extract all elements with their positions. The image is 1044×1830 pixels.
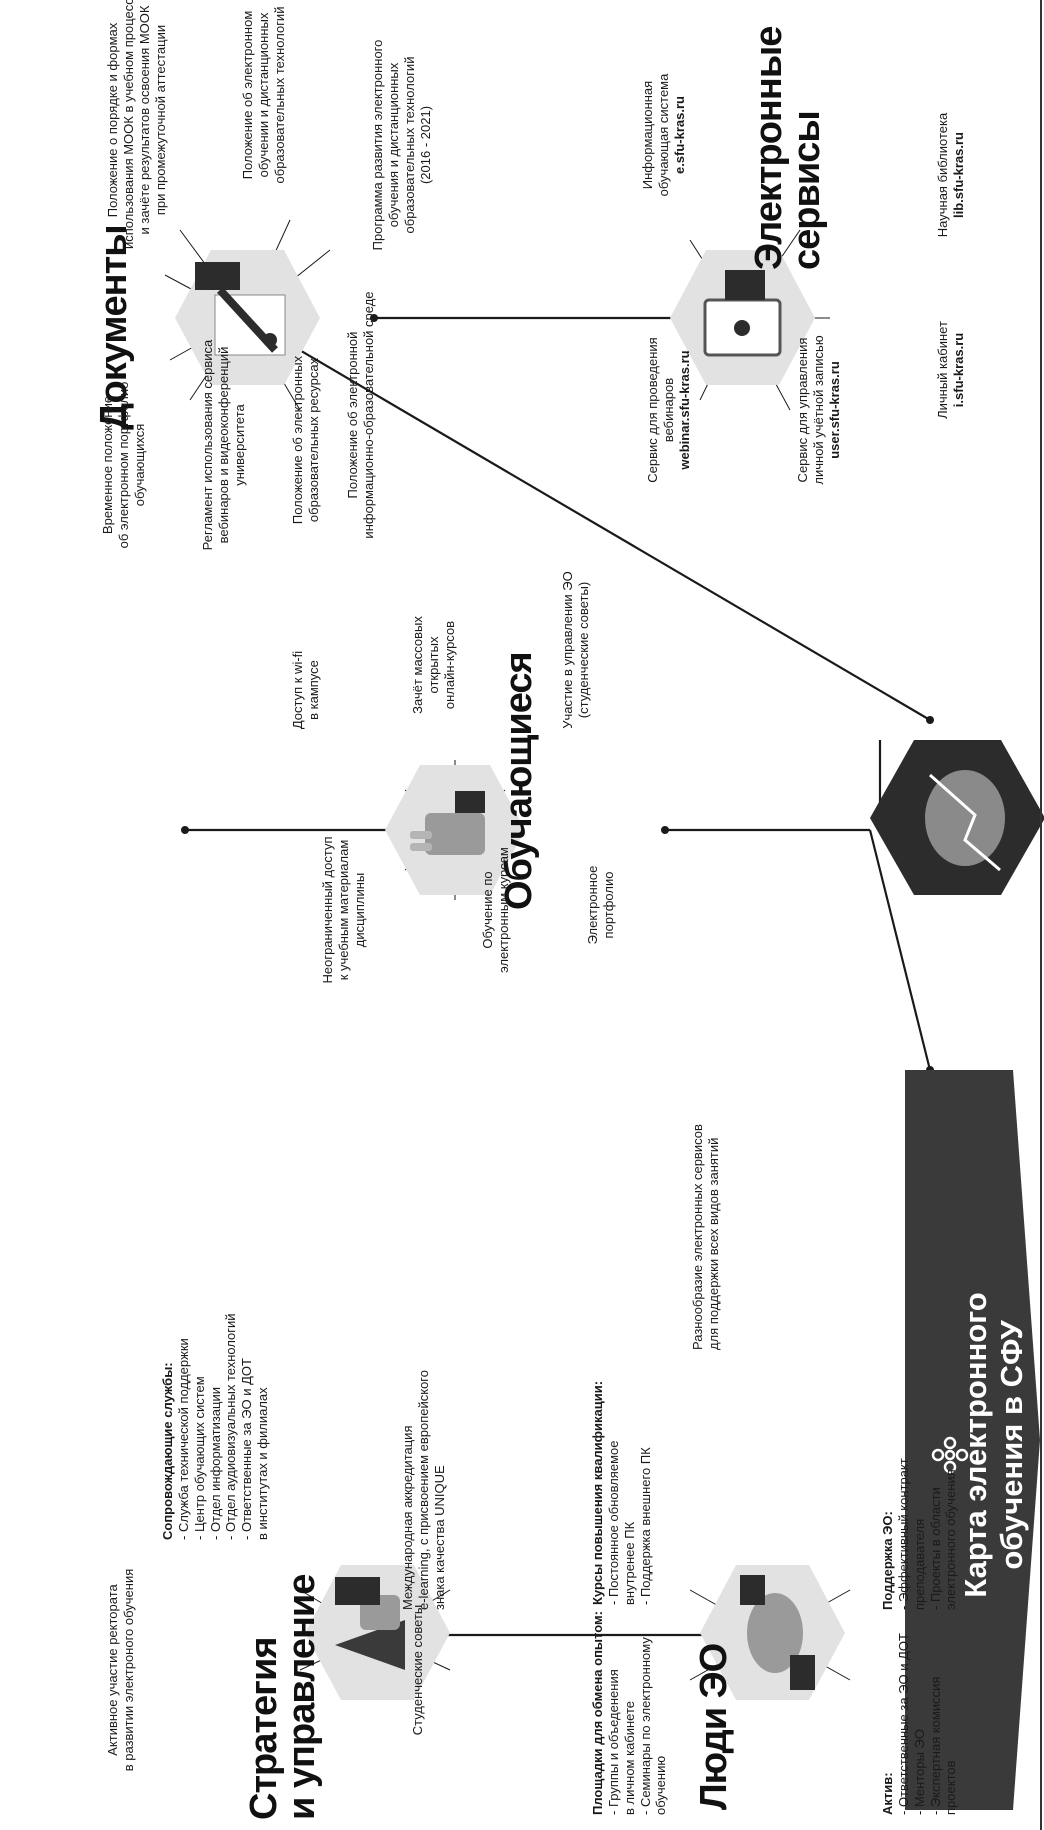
- students-item-wifi: Доступ к wi-fi в кампусе: [290, 650, 321, 730]
- documents-item-mooc-regulation: Положение о порядке и формах использован…: [105, 0, 168, 250]
- page-title: Карта электронного обучения в СФУ: [958, 1292, 1029, 1598]
- people-platforms: Площадки для обмена опытом:- Группы и об…: [590, 1611, 669, 1815]
- students-item-materials: Неограниченный доступ к учебным материал…: [320, 836, 367, 984]
- people-courses: Курсы повышения квалификации:- Постоянно…: [590, 1380, 653, 1605]
- documents-item-webinar-regulation: Регламент использования сервиса вебинаро…: [200, 339, 247, 551]
- strategy-heading: Стратегия и управление: [243, 1574, 323, 1820]
- people-handshake-icon: [700, 1565, 845, 1700]
- students-item-governance: Участие в управлении ЭО (студенческие со…: [560, 571, 591, 729]
- documents-item-program: Программа развития электронного обучения…: [370, 39, 433, 251]
- strategy-accreditation: Международная аккредитация e-learning, с…: [400, 1370, 447, 1610]
- services-item-user-account: Сервис для управления личной учётной зап…: [795, 335, 842, 485]
- strategy-support-services: Сопровождающие службы:- Служба техническ…: [160, 1313, 271, 1540]
- people-active: Актив:- Ответственные за ЭО и ДОТ - Мент…: [880, 1633, 959, 1815]
- people-variety-services: Разнообразие электронных сервисов для по…: [690, 1124, 721, 1350]
- students-item-mooc: Зачёт массовых открытых онлайн-курсов: [410, 616, 457, 714]
- title-banner-shape: [905, 1070, 1040, 1810]
- documents-item-eresources: Положение об электронных образовательных…: [290, 355, 321, 525]
- documents-item-eios: Положение об электронной информационно-о…: [345, 291, 376, 539]
- students-hand-icon: [385, 765, 525, 895]
- people-heading: Люди ЭО: [693, 1643, 735, 1810]
- bottom-frame-line: [1040, 0, 1042, 1830]
- documents-item-portfolio: Временное положение об электронном портф…: [100, 381, 147, 549]
- students-item-portfolio: Электронное портфолио: [585, 865, 616, 945]
- services-tablet-icon: [670, 250, 815, 385]
- strategy-chess-icon: [305, 1565, 450, 1700]
- strategy-student-councils: Студенческие советы: [410, 1604, 425, 1736]
- network-logo-icon: [931, 1436, 969, 1474]
- documents-item-elearning-regulation: Положение об электронном обучении и дист…: [240, 6, 287, 184]
- students-item-ecourses: Обучение по электронным курсам: [480, 847, 511, 973]
- strategy-active-participation: Активное участие ректората в развитии эл…: [105, 1568, 136, 1772]
- documents-pen-icon: [175, 250, 320, 385]
- people-support: Поддержка ЭО:- Эффективный контракт преп…: [880, 1458, 959, 1610]
- services-heading: Электронные сервисы: [748, 26, 828, 270]
- teamwork-hands-icon: [870, 740, 1044, 895]
